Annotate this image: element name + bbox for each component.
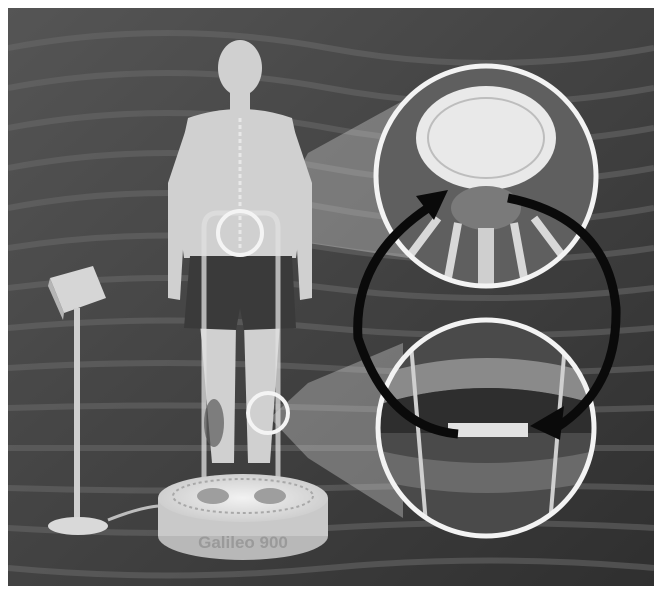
illustration-frame: Galileo 900 [8,8,654,586]
vertebral-body [416,86,556,190]
joint-gap [448,423,528,437]
device-label: Galileo 900 [198,533,288,552]
vibration-platform: Galileo 900 [158,474,328,560]
vibration-therapy-illustration: Galileo 900 [8,8,654,586]
calf-muscle [204,399,224,447]
spinal-disc [451,186,521,230]
